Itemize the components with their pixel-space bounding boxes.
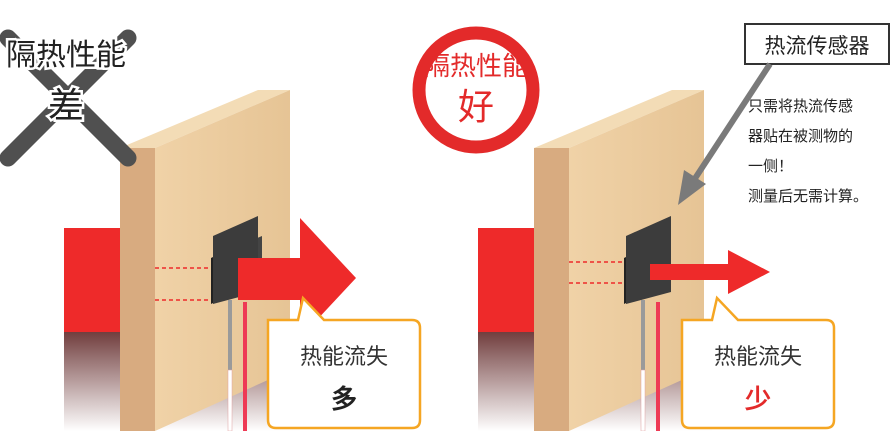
left-wire-red bbox=[243, 302, 247, 431]
sensor-pointer-head bbox=[678, 170, 706, 205]
right-wire-gray bbox=[641, 300, 645, 370]
left-heat-arrow bbox=[238, 218, 356, 338]
right-wire-red bbox=[656, 302, 660, 431]
left-wire-gray bbox=[228, 300, 232, 370]
sensor-label: 热流传感器 bbox=[765, 34, 870, 58]
right-bubble bbox=[680, 295, 836, 430]
right-wire-white bbox=[640, 369, 646, 431]
right-label-line1: 隔热性能 bbox=[424, 52, 528, 82]
left-wire-white bbox=[227, 369, 233, 431]
right-heat-in bbox=[478, 228, 536, 332]
left-bubble-line1: 热能流失 bbox=[300, 345, 388, 370]
left-bubble-line2: 多 bbox=[331, 385, 357, 415]
left-label-line1: 隔热性能 bbox=[6, 38, 126, 73]
right-bubble-line1: 热能流失 bbox=[714, 345, 802, 370]
description-line-2: 器贴在被测物的 bbox=[748, 127, 853, 145]
description-line-4: 测量后无需计算。 bbox=[748, 187, 868, 205]
description-line-3: 一侧！ bbox=[748, 157, 793, 175]
sensor-label-box bbox=[744, 23, 890, 65]
right-heat-arrow bbox=[650, 250, 770, 294]
right-wall-side bbox=[534, 148, 569, 431]
sensor-pointer-line bbox=[691, 62, 773, 182]
description-line-1: 只需将热流传感 bbox=[748, 97, 853, 115]
right-sensor-plate bbox=[626, 216, 671, 304]
left-label-line2: 差 bbox=[48, 86, 84, 127]
right-panel: 隔热性能 好 热能流失 少 热流传感器 只需将热流传感 器贴在被测物的 一侧！ … bbox=[412, 23, 890, 431]
right-bubble-line2: 少 bbox=[744, 385, 771, 415]
right-wall-top bbox=[534, 90, 704, 148]
left-heat-in bbox=[64, 228, 122, 332]
left-wall-top bbox=[120, 90, 290, 148]
left-panel: 隔热性能 差 热能流失 多 bbox=[0, 29, 422, 431]
circle-icon bbox=[412, 26, 540, 154]
cross-icon bbox=[0, 29, 137, 167]
left-bubble bbox=[266, 295, 422, 430]
left-wall-side bbox=[120, 148, 155, 431]
right-label-line2: 好 bbox=[458, 87, 494, 128]
